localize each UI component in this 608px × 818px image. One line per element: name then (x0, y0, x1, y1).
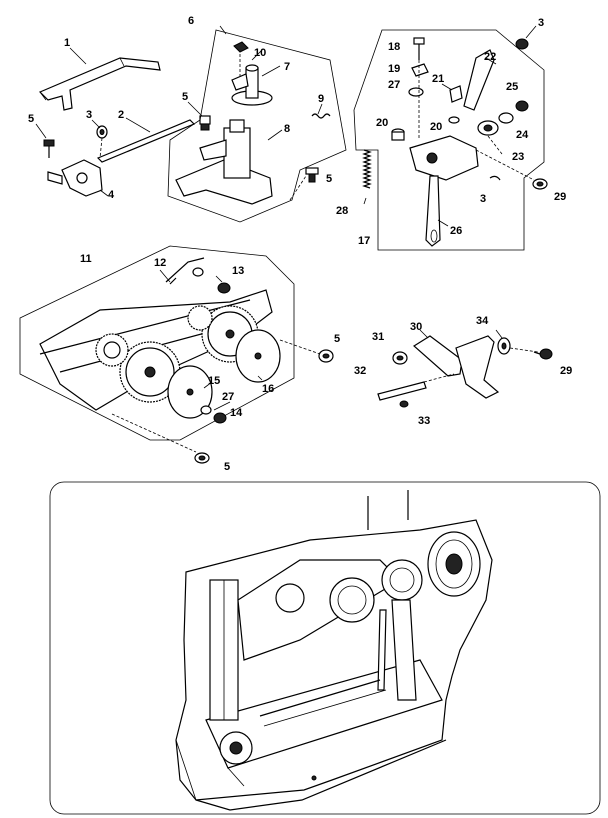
gear-icon (381, 559, 423, 601)
label-12: 12 (154, 257, 166, 269)
part-central-block (409, 135, 479, 181)
label-19: 19 (388, 63, 400, 75)
assembly-frame (49, 481, 601, 815)
group-6-outline (167, 29, 347, 223)
screw-icon (318, 349, 334, 363)
label-6: 6 (188, 15, 194, 27)
screw-icon (217, 282, 231, 294)
part-7-spindle (231, 64, 273, 106)
label-14: 14 (230, 407, 243, 419)
part-18-screw (413, 37, 425, 60)
label-32: 32 (354, 365, 366, 377)
group-bobbin-winder (167, 25, 347, 223)
label-29: 29 (554, 191, 566, 203)
screw-icon (194, 452, 210, 464)
group-gear-mechanism (19, 245, 334, 464)
label-29: 29 (560, 365, 572, 377)
label-10: 10 (254, 47, 266, 59)
screw-icon (305, 167, 319, 183)
label-27: 27 (222, 391, 234, 403)
screw-icon (199, 115, 211, 131)
label-24: 24 (516, 129, 529, 141)
part-10-clip (233, 41, 249, 53)
group-presser-lever (377, 329, 553, 408)
label-5: 5 (334, 333, 340, 345)
part-30-lever (412, 335, 463, 377)
label-21: 21 (432, 73, 444, 85)
label-3: 3 (538, 17, 544, 29)
label-16: 16 (262, 383, 274, 395)
label-5: 5 (182, 91, 188, 103)
label-34: 34 (476, 315, 489, 327)
machine-assembly-illustration (49, 481, 601, 815)
label-18: 18 (388, 41, 400, 53)
part-26-needle-bar (425, 175, 441, 247)
label-5: 5 (326, 173, 332, 185)
group-rail-bracket (35, 47, 211, 197)
part-1-u-rod (38, 57, 161, 111)
screw-icon (532, 178, 548, 190)
part-2-shaft (96, 119, 196, 163)
part-23-collar (477, 120, 499, 136)
bobbin-case-icon (219, 731, 253, 765)
screw-icon (43, 139, 55, 158)
label-33: 33 (418, 415, 430, 427)
gear-icon (329, 577, 375, 623)
label-20: 20 (430, 121, 442, 133)
part-21-pin (449, 85, 463, 103)
label-25: 25 (506, 81, 518, 93)
label-13: 13 (232, 265, 244, 277)
label-31: 31 (372, 331, 384, 343)
label-1: 1 (64, 37, 70, 49)
label-17: 17 (358, 235, 370, 247)
label-11: 11 (80, 253, 92, 265)
label-2: 2 (118, 109, 124, 121)
part-9-spring (311, 113, 331, 119)
part-34-screw (497, 337, 511, 355)
label-3: 3 (86, 109, 92, 121)
label-5: 5 (224, 461, 230, 473)
label-23: 23 (512, 151, 524, 163)
label-4: 4 (108, 189, 115, 201)
screw-icon (533, 348, 553, 360)
group-needle-mechanism (353, 25, 548, 251)
label-8: 8 (284, 123, 290, 135)
label-3: 3 (480, 193, 486, 205)
washer-icon (96, 125, 108, 139)
label-9: 9 (318, 93, 324, 105)
part-27-washer (408, 87, 424, 97)
label-22: 22 (484, 51, 496, 63)
part-19-block (411, 63, 429, 77)
part-22-lever (463, 49, 495, 111)
part-12-clip (165, 257, 205, 285)
part-32-pin (377, 381, 427, 401)
gear-icon (95, 333, 129, 367)
label-7: 7 (284, 61, 290, 73)
label-28: 28 (336, 205, 348, 217)
label-5: 5 (28, 113, 34, 125)
group-17-outline (353, 29, 545, 251)
screw-icon (515, 38, 529, 50)
part-28-spring (362, 149, 372, 189)
handwheel-icon (427, 531, 481, 597)
group-11-outline (19, 245, 295, 441)
label-20: 20 (376, 117, 388, 129)
gear-icon (187, 305, 213, 331)
part-20-bushing (391, 128, 405, 141)
label-15: 15 (208, 375, 220, 387)
screw-icon (213, 412, 227, 424)
label-30: 30 (410, 321, 422, 333)
part-24-washer (498, 112, 514, 124)
part-25-nut (515, 100, 529, 112)
label-26: 26 (450, 225, 462, 237)
gear-icon (275, 583, 305, 613)
part-20-bushing (448, 116, 460, 124)
label-27: 27 (388, 79, 400, 91)
